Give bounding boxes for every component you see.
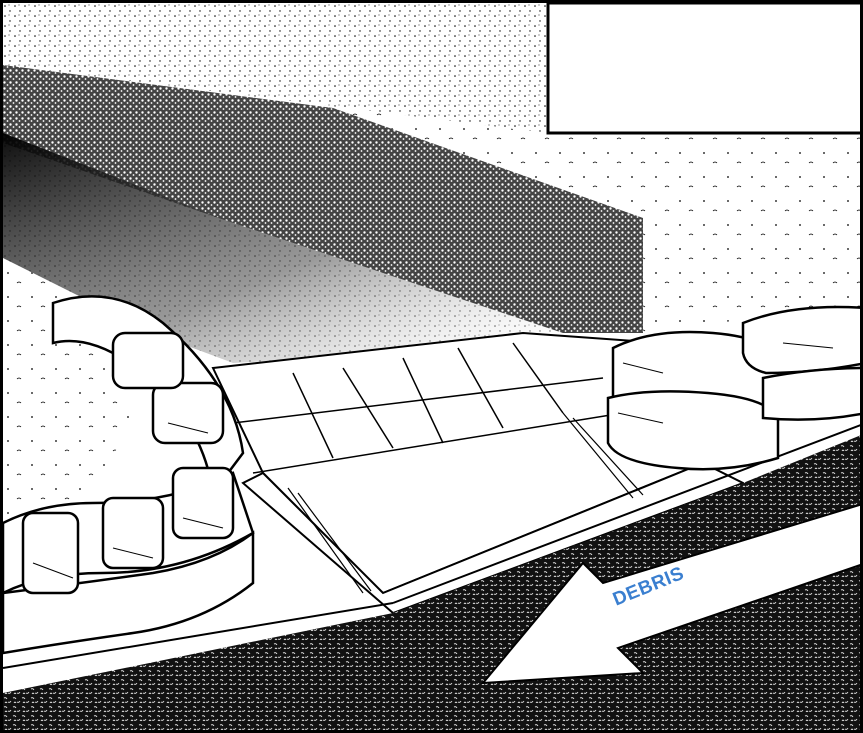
illustration (3, 3, 863, 733)
building-wall (548, 3, 863, 133)
